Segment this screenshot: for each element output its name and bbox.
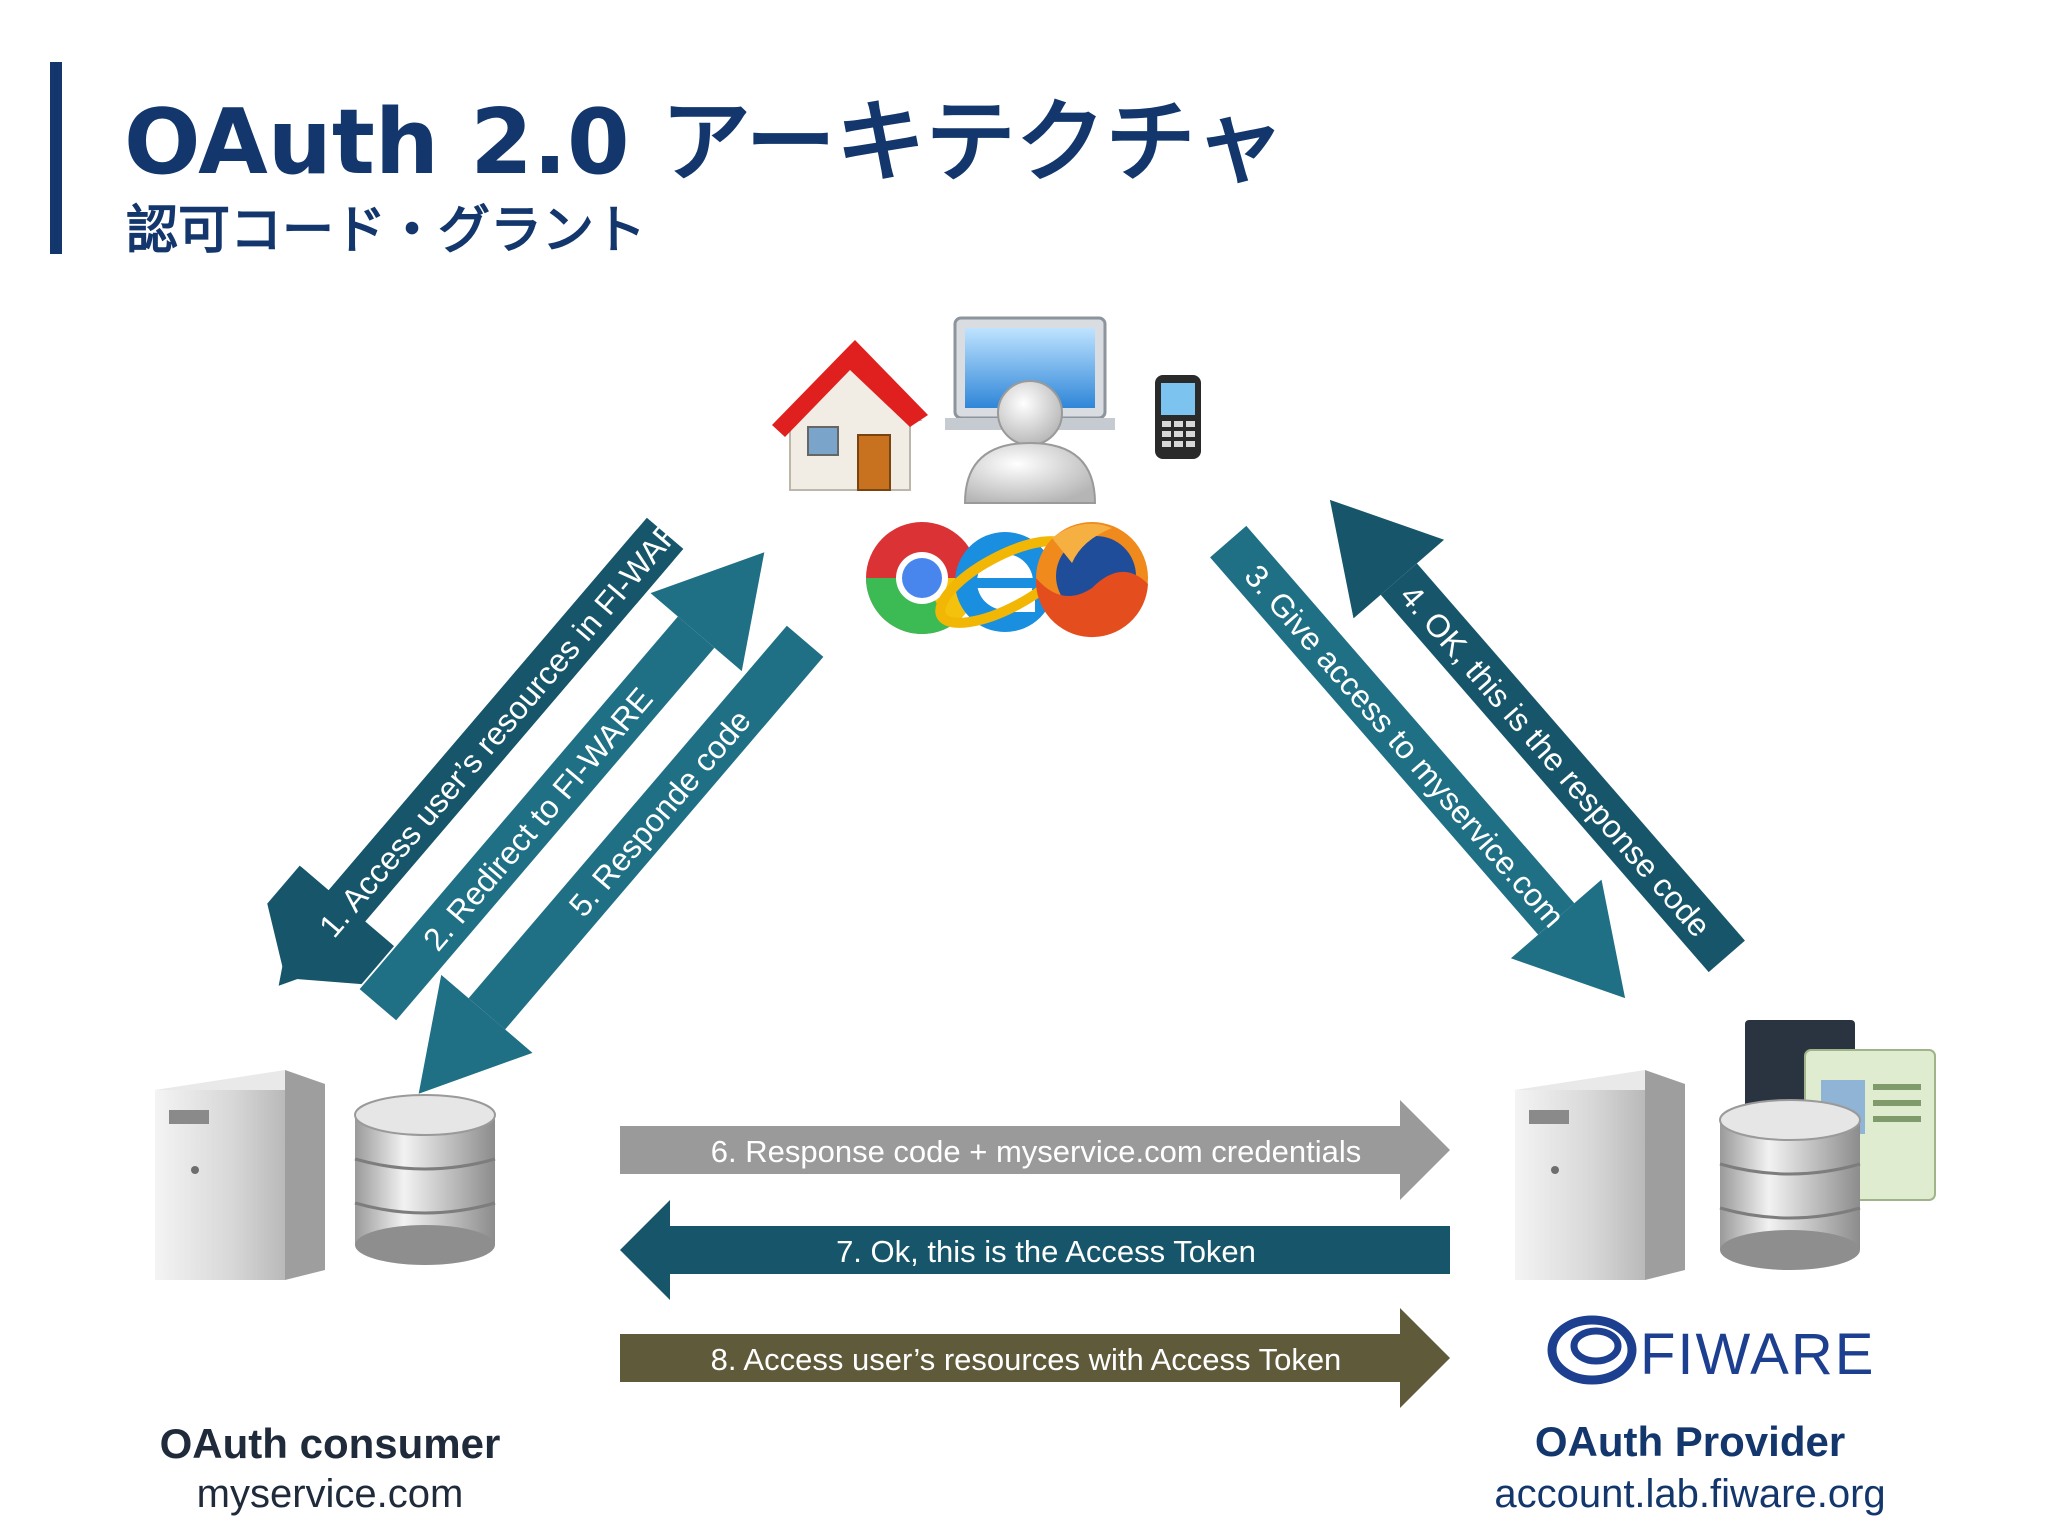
fiware-logo-text: FIWARE <box>1640 1322 1875 1387</box>
consumer-name: OAuth consumer <box>159 1420 501 1467</box>
arrow-1: 1. Access user’s resources in FI-WARE <box>267 496 702 986</box>
arrow-6-label: 6. Response code + myservice.com credent… <box>711 1134 1361 1169</box>
mobile-phone-icon <box>1155 375 1201 459</box>
arrow-7-label: 7. Ok, this is the Access Token <box>836 1234 1256 1269</box>
provider-name: OAuth Provider <box>1534 1418 1846 1465</box>
consumer-server-icon <box>155 1070 325 1280</box>
title-accent-bar <box>50 62 62 254</box>
fiware-logo: FIWARE <box>1547 1315 1875 1387</box>
internet-explorer-icon <box>935 532 1075 632</box>
consumer-database-icon <box>354 1094 496 1265</box>
user-at-computer-icon <box>945 316 1115 504</box>
arrow-6: 6. Response code + myservice.com credent… <box>620 1100 1450 1200</box>
arrow-7: 7. Ok, this is the Access Token <box>620 1200 1450 1300</box>
page-subtitle: 認可コード・グラント <box>126 201 647 261</box>
arrow-8: 8. Access user’s resources with Access T… <box>620 1308 1450 1408</box>
consumer-host: myservice.com <box>196 1472 464 1516</box>
arrow-2: 2. Redirect to FI-WARE <box>359 552 765 1021</box>
arrow-8-label: 8. Access user’s resources with Access T… <box>711 1342 1342 1377</box>
arrow-5: 5. Responde code <box>418 625 824 1094</box>
page-title: OAuth 2.0 アーキテクチャ <box>124 90 1285 195</box>
house-icon <box>772 340 928 491</box>
provider-database-icon <box>1719 1099 1861 1270</box>
provider-host: account.lab.fiware.org <box>1494 1472 1886 1516</box>
firefox-icon <box>1035 522 1148 638</box>
provider-server-icon <box>1515 1070 1685 1280</box>
